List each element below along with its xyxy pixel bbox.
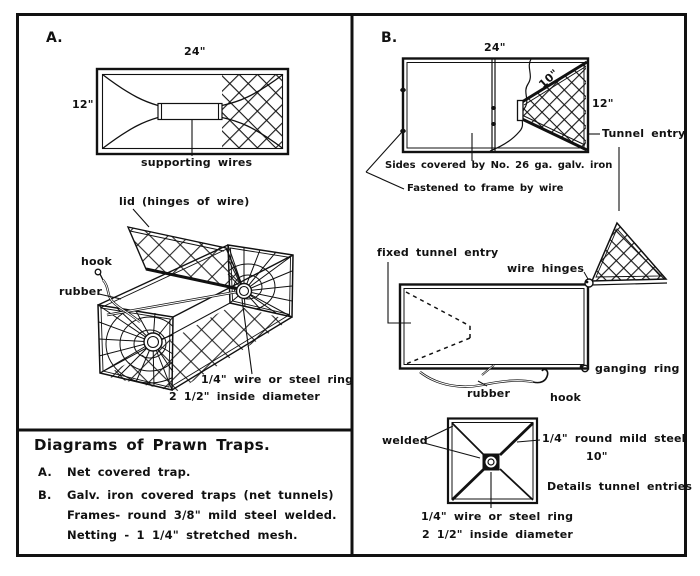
frame-lines [16, 13, 687, 557]
panel-b-rod-spec-label: 1/4" round mild steel [542, 432, 686, 445]
panel-b-hook-label: hook [550, 391, 582, 404]
panel-b-tunnel-detail-drawing [423, 417, 541, 508]
panel-b-side-view-drawing [387, 221, 668, 388]
legend-item-b-tag: B. [38, 488, 52, 502]
legend-item-b-line3: Netting - 1 1/4" stretched mesh. [67, 528, 298, 542]
panel-b-fastened-note: Fastened to frame by wire [407, 183, 564, 194]
panel-b-fixed-tunnel-entry-label: fixed tunnel entry [377, 246, 499, 259]
panel-a-supporting-wires-label: supporting wires [141, 156, 253, 169]
panel-a-perspective-drawing [94, 208, 294, 392]
panel-b-tunnel-entry-label: Tunnel entry [602, 127, 686, 140]
panel-b-detail-caption: Details tunnel entries [547, 480, 693, 493]
panel-a-ring-spec-line2: 2 1/2" inside diameter [169, 390, 320, 403]
panel-a-top-view-drawing [95, 67, 290, 156]
panel-b-wire-hinges-label: wire hinges [507, 262, 585, 275]
panel-a-rubber-label: rubber [59, 285, 103, 298]
panel-b-rubber-label: rubber [467, 387, 511, 400]
panel-b-welded-label: welded [382, 434, 428, 447]
legend-item-a-text: Net covered trap. [67, 465, 191, 479]
panel-b-tag: B. [381, 30, 398, 46]
legend-item-b-text: Galv. iron covered traps (net tunnels) [67, 488, 334, 502]
panel-b-ring-spec-line2: 2 1/2" inside diameter [422, 528, 573, 541]
panel-b-sides-note: Sides covered by No. 26 ga. galv. iron [385, 160, 613, 171]
panel-a-tag: A. [46, 30, 63, 46]
panel-b-height-dimension: 12" [592, 97, 614, 110]
legend-title: Diagrams of Prawn Traps. [34, 436, 271, 454]
panel-a-width-dimension: 24" [184, 45, 206, 58]
panel-a-ring-spec-line1: 1/4" wire or steel ring [201, 373, 354, 386]
panel-b-rod-length-label: 10" [586, 450, 608, 463]
panel-a-hook-label: hook [81, 255, 113, 268]
panel-b-ring-spec-line1: 1/4" wire or steel ring [421, 510, 574, 523]
panel-a-height-dimension: 12" [72, 98, 94, 111]
panel-b-ganging-ring-label: ganging ring [595, 362, 680, 375]
panel-b-top-view-drawing [365, 57, 620, 211]
legend-item-b-line2: Frames- round 3/8" mild steel welded. [67, 508, 337, 522]
panel-b-width-dimension: 24" [484, 41, 506, 54]
panel-a-lid-label: lid (hinges of wire) [119, 195, 250, 208]
legend-item-a-tag: A. [38, 465, 52, 479]
